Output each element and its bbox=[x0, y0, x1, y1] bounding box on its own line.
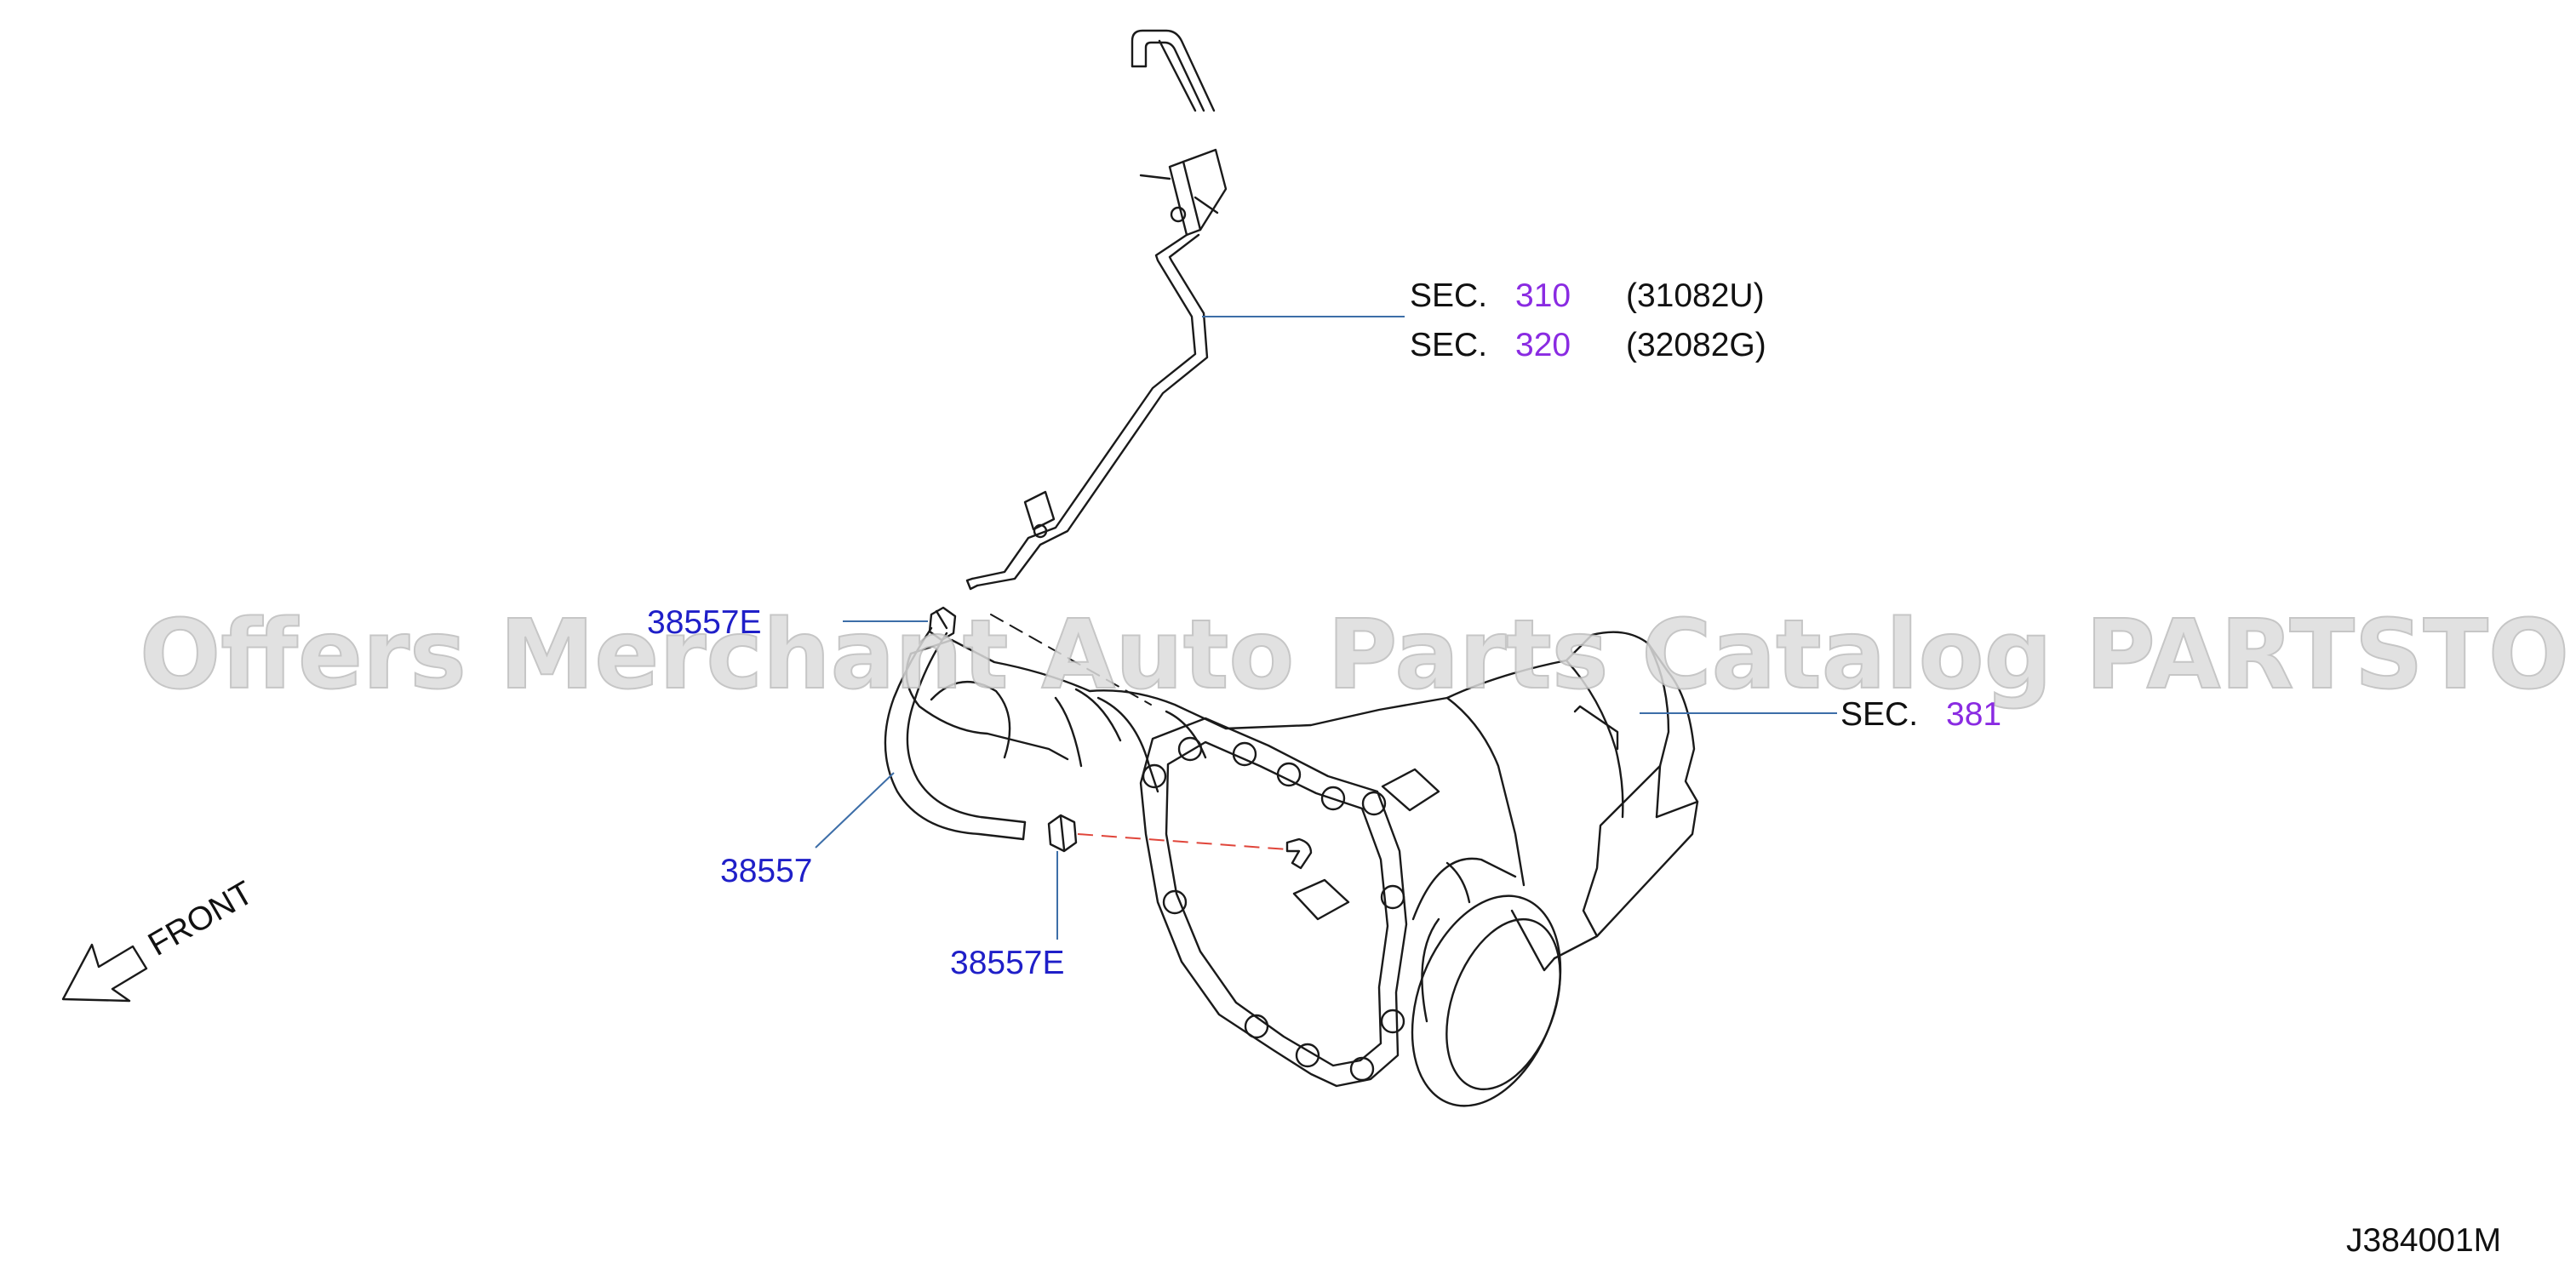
sec-310-prefix: SEC. bbox=[1410, 277, 1487, 314]
front-label: FRONT bbox=[142, 874, 260, 963]
leader-hose bbox=[815, 772, 895, 849]
callout-sec-320: SEC. 320 (32082G) bbox=[1410, 327, 1766, 363]
clip-upper bbox=[928, 606, 957, 642]
sec-381-prefix: SEC. bbox=[1840, 696, 1918, 733]
front-direction-indicator: FRONT bbox=[61, 874, 260, 1003]
guide-hose-to-nipple bbox=[1077, 833, 1288, 850]
part-link-hose[interactable]: 38557 bbox=[720, 853, 812, 889]
callout-sec-381: SEC. 381 bbox=[1840, 696, 2001, 733]
watermark: Offers Merchant Auto Parts Catalog PARTS… bbox=[140, 600, 2576, 711]
sec-310-link[interactable]: 310 bbox=[1515, 277, 1571, 314]
diagram-code: J384001M bbox=[2346, 1222, 2501, 1259]
vent-hose bbox=[884, 626, 1027, 841]
part-link-clip-lower[interactable]: 38557E bbox=[950, 945, 1064, 981]
clip-lower bbox=[1047, 814, 1078, 853]
sec-320-link[interactable]: 320 bbox=[1515, 327, 1571, 363]
sec-320-prefix: SEC. bbox=[1410, 327, 1487, 363]
front-arrow-icon bbox=[61, 943, 148, 1003]
callout-sec-310: SEC. 310 (31082U) bbox=[1410, 277, 1765, 314]
part-link-clip-upper[interactable]: 38557E bbox=[647, 604, 761, 641]
guide-tube-to-hose bbox=[990, 614, 1152, 706]
breather-tube bbox=[965, 29, 1228, 591]
sec-381-link[interactable]: 381 bbox=[1946, 696, 2001, 733]
sec-320-code: (32082G) bbox=[1626, 327, 1766, 363]
differential-carrier bbox=[905, 631, 1699, 1107]
leader-lines bbox=[815, 316, 1837, 940]
sec-310-code: (31082U) bbox=[1626, 277, 1765, 314]
